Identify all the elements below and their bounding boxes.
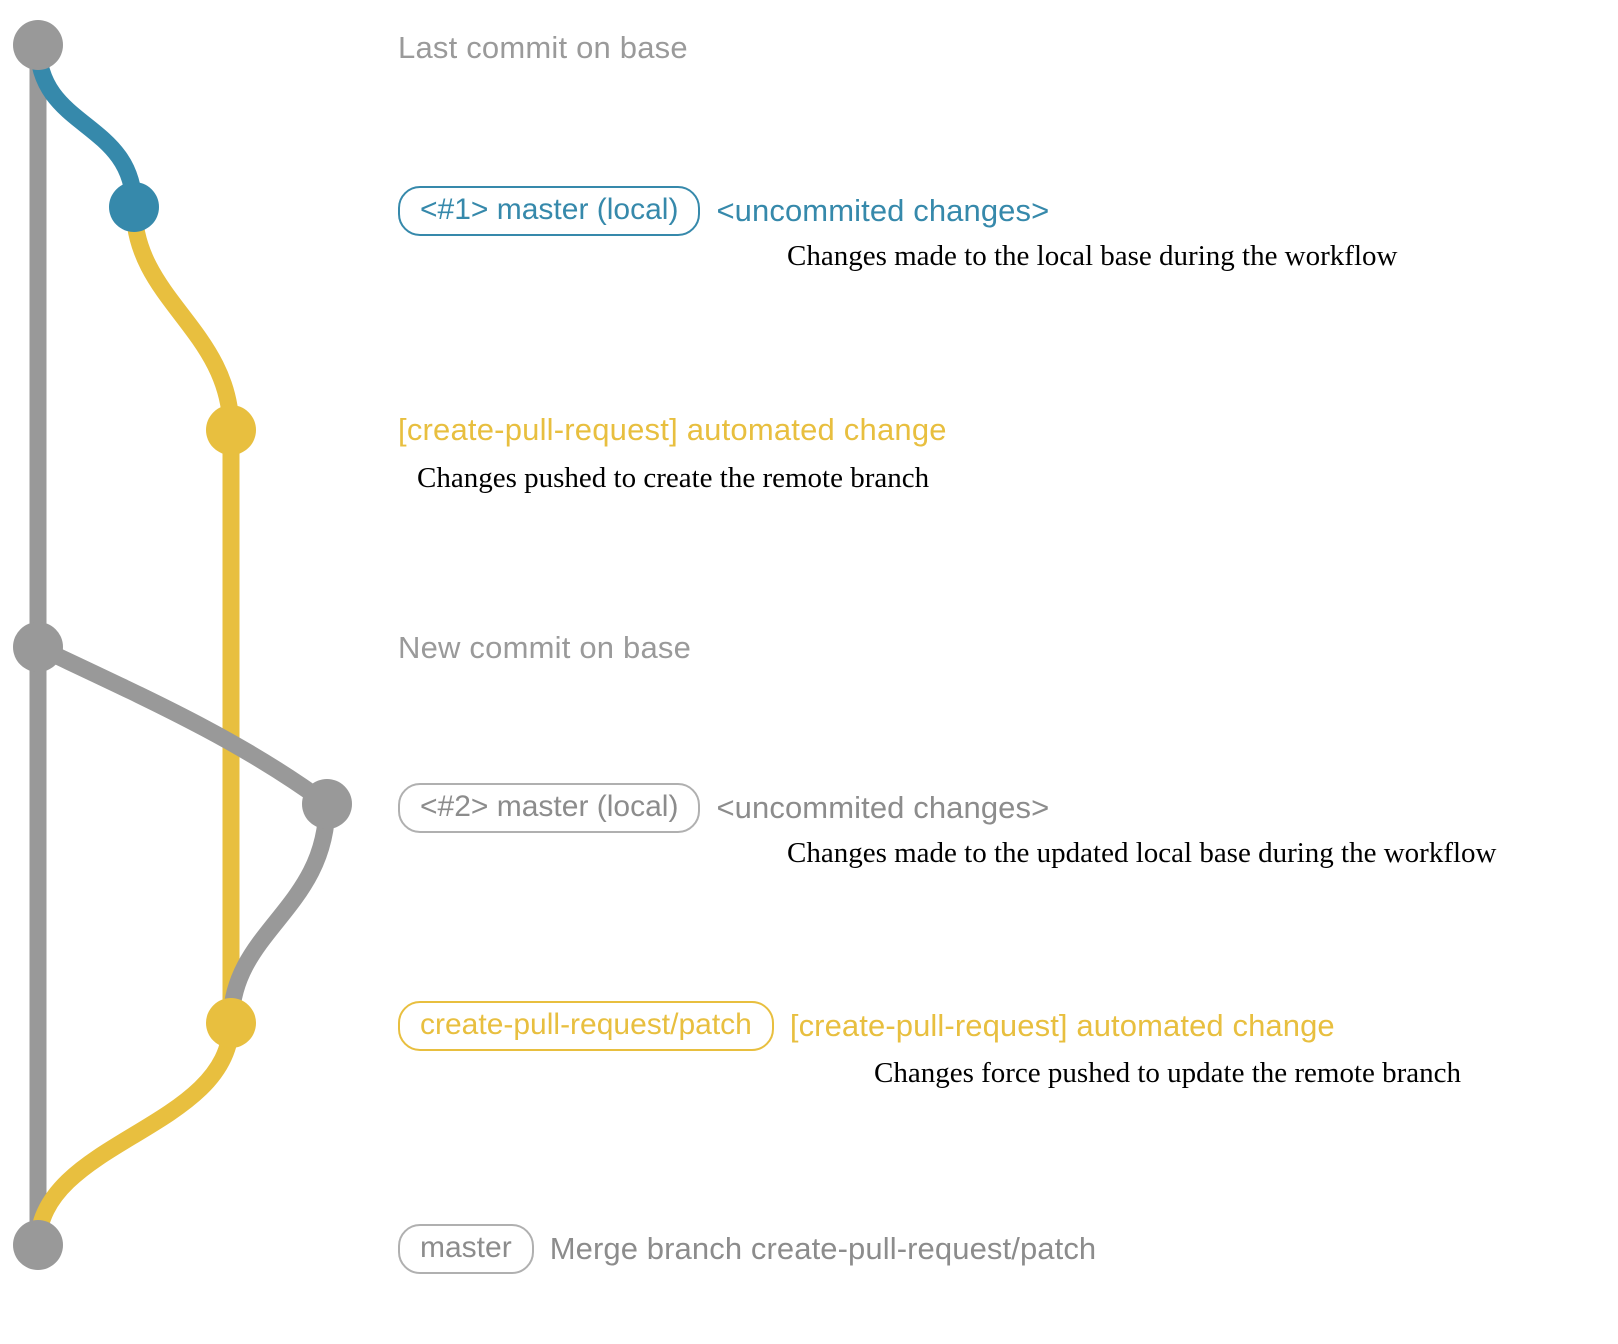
commit-description-create-pull-request-patch: Changes force pushed to update the remot…	[874, 1057, 1462, 1089]
commit-description-master-local-2: Changes made to the updated local base d…	[787, 837, 1497, 869]
commit-node-base-merge[interactable]	[13, 1220, 63, 1270]
commit-subject-master-local-1: <uncommited changes>	[716, 193, 1050, 228]
commit-subject-master-merge: Merge branch create-pull-request/patch	[549, 1231, 1097, 1266]
edge-local-2-to-patch-2	[222, 795, 336, 1032]
commit-description-automated-change-1: Changes pushed to create the remote bran…	[417, 462, 930, 494]
graph-edges	[29, 36, 336, 1254]
edge-local-1-to-patch-1	[125, 198, 240, 439]
row-create-pull-request-patch: create-pull-request/patch [create-pull-r…	[398, 1001, 1335, 1051]
row-new-commit-on-base: New commit on base	[398, 630, 691, 666]
commit-title-automated-change-1: [create-pull-request] automated change	[398, 412, 947, 447]
edge-base-top-to-local-1	[29, 36, 143, 216]
commit-node-patch-1[interactable]	[206, 405, 256, 455]
edge-patch-2-to-base-merge	[29, 1014, 240, 1254]
row-automated-change-1: [create-pull-request] automated change	[398, 412, 947, 448]
commit-node-base-new[interactable]	[13, 622, 63, 672]
row-master-local-1: <#1> master (local) <uncommited changes>	[398, 186, 1049, 236]
commit-title-last-commit-on-base: Last commit on base	[398, 30, 688, 65]
graph-nodes	[13, 20, 352, 1270]
branch-badge-create-pull-request-patch[interactable]: create-pull-request/patch	[398, 1001, 774, 1051]
commit-subject-create-pull-request-patch: [create-pull-request] automated change	[789, 1008, 1335, 1043]
branch-badge-master[interactable]: master	[398, 1224, 534, 1274]
commit-node-base-top[interactable]	[13, 20, 63, 70]
commit-node-patch-2[interactable]	[206, 998, 256, 1048]
commit-subject-master-local-2: <uncommited changes>	[716, 790, 1050, 825]
branch-badge-master-local-2[interactable]: <#2> master (local)	[398, 783, 701, 833]
row-master-merge: master Merge branch create-pull-request/…	[398, 1224, 1096, 1274]
commit-node-local-1[interactable]	[109, 182, 159, 232]
branch-badge-master-local-1[interactable]: <#1> master (local)	[398, 186, 701, 236]
commit-description-master-local-1: Changes made to the local base during th…	[787, 240, 1398, 272]
edge-base-new-to-local-2	[29, 638, 336, 813]
commit-title-new-commit-on-base: New commit on base	[398, 630, 692, 665]
commit-node-local-2[interactable]	[302, 779, 352, 829]
row-master-local-2: <#2> master (local) <uncommited changes>	[398, 783, 1049, 833]
row-last-commit-on-base: Last commit on base	[398, 30, 688, 66]
